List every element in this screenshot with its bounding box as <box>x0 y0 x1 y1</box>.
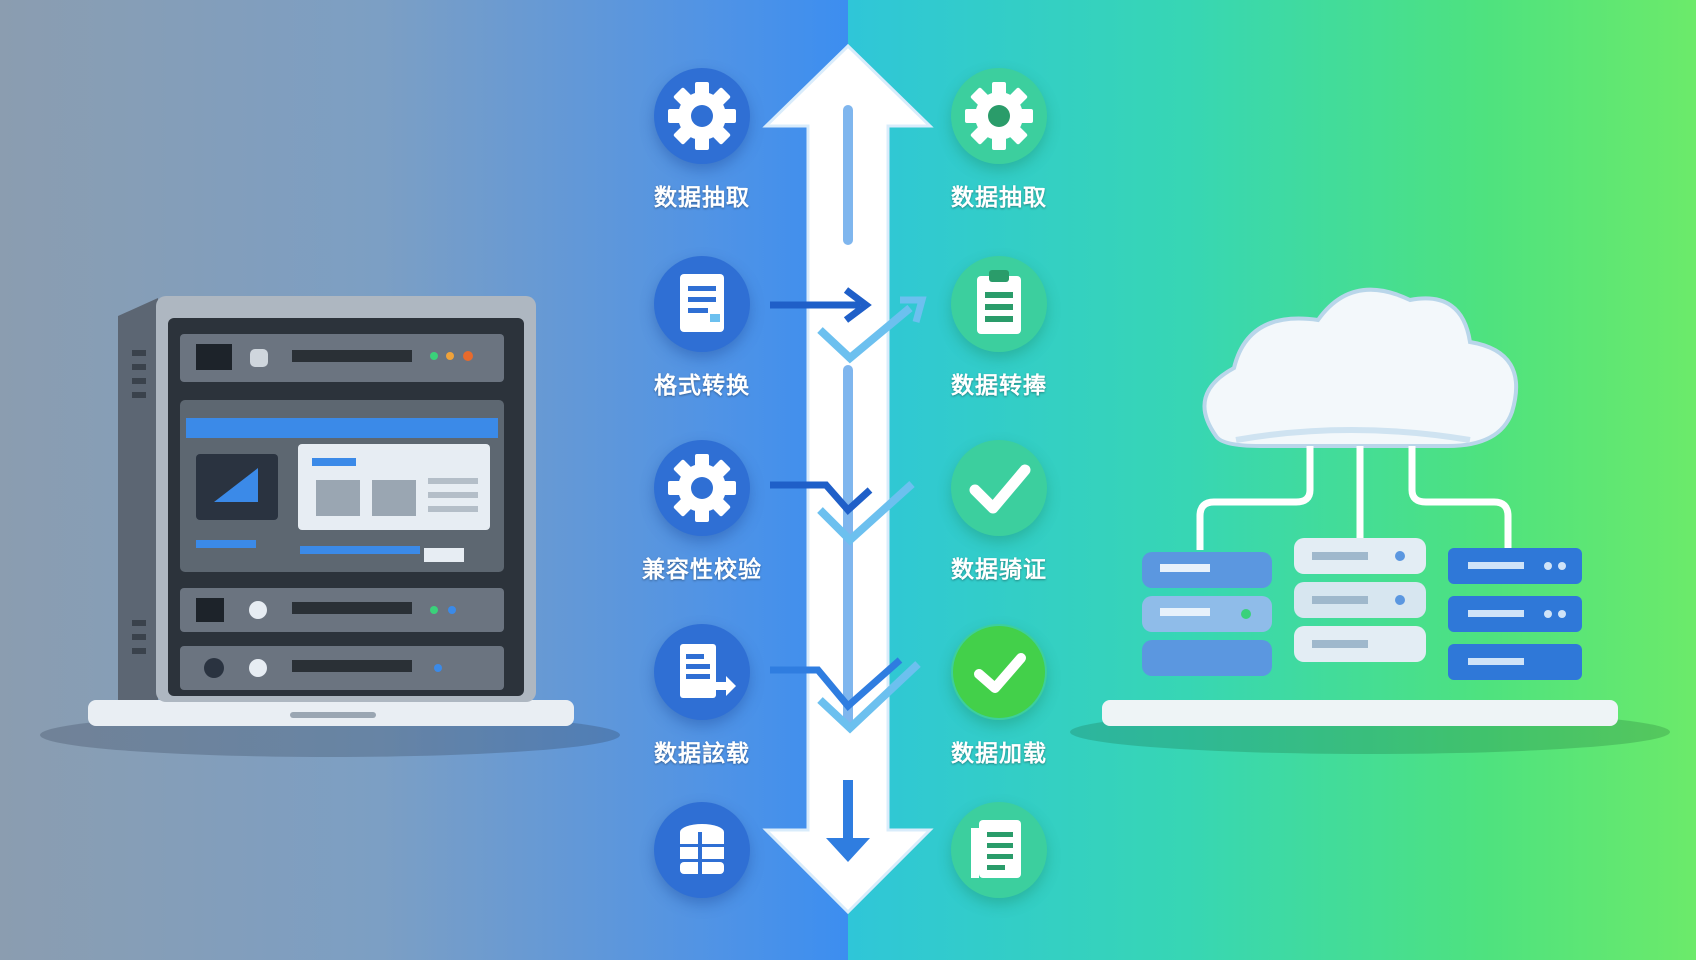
document-export-icon <box>654 624 750 720</box>
left-step-4-label: 数据詃载 <box>654 741 750 767</box>
right-step-5 <box>924 802 1074 912</box>
cloud-database-illustration <box>1070 287 1670 754</box>
left-step-2: 格式转换 <box>627 256 777 400</box>
right-step-4-label: 数据加载 <box>951 741 1047 767</box>
flow-connectors <box>770 287 927 734</box>
check-circle-icon <box>951 624 1047 720</box>
database-icon <box>654 802 750 898</box>
right-step-4: 数据加载 <box>924 624 1074 768</box>
left-step-1: 数据抽取 <box>627 68 777 212</box>
right-step-1-label: 数据抽取 <box>951 185 1047 211</box>
check-icon <box>951 440 1047 536</box>
bidirectional-arrow <box>762 43 934 915</box>
gear-icon <box>951 68 1047 164</box>
gear-icon <box>654 68 750 164</box>
server-rack-illustration <box>40 296 620 757</box>
document-list-icon <box>951 802 1047 898</box>
left-step-5 <box>627 802 777 912</box>
left-step-4: 数据詃载 <box>627 624 777 768</box>
right-step-3-label: 数据骑证 <box>951 557 1047 583</box>
right-step-3: 数据骑证 <box>924 440 1074 584</box>
right-step-2: 数据转捧 <box>924 256 1074 400</box>
left-step-2-label: 格式转换 <box>654 373 750 399</box>
left-step-1-label: 数据抽取 <box>654 185 750 211</box>
gear-icon <box>654 440 750 536</box>
right-step-1: 数据抽取 <box>924 68 1074 212</box>
left-step-3-label: 兼容性校验 <box>642 557 762 583</box>
left-step-3: 兼容性校验 <box>627 440 777 584</box>
right-step-2-label: 数据转捧 <box>951 373 1047 399</box>
clipboard-icon <box>951 256 1047 352</box>
document-icon <box>654 256 750 352</box>
